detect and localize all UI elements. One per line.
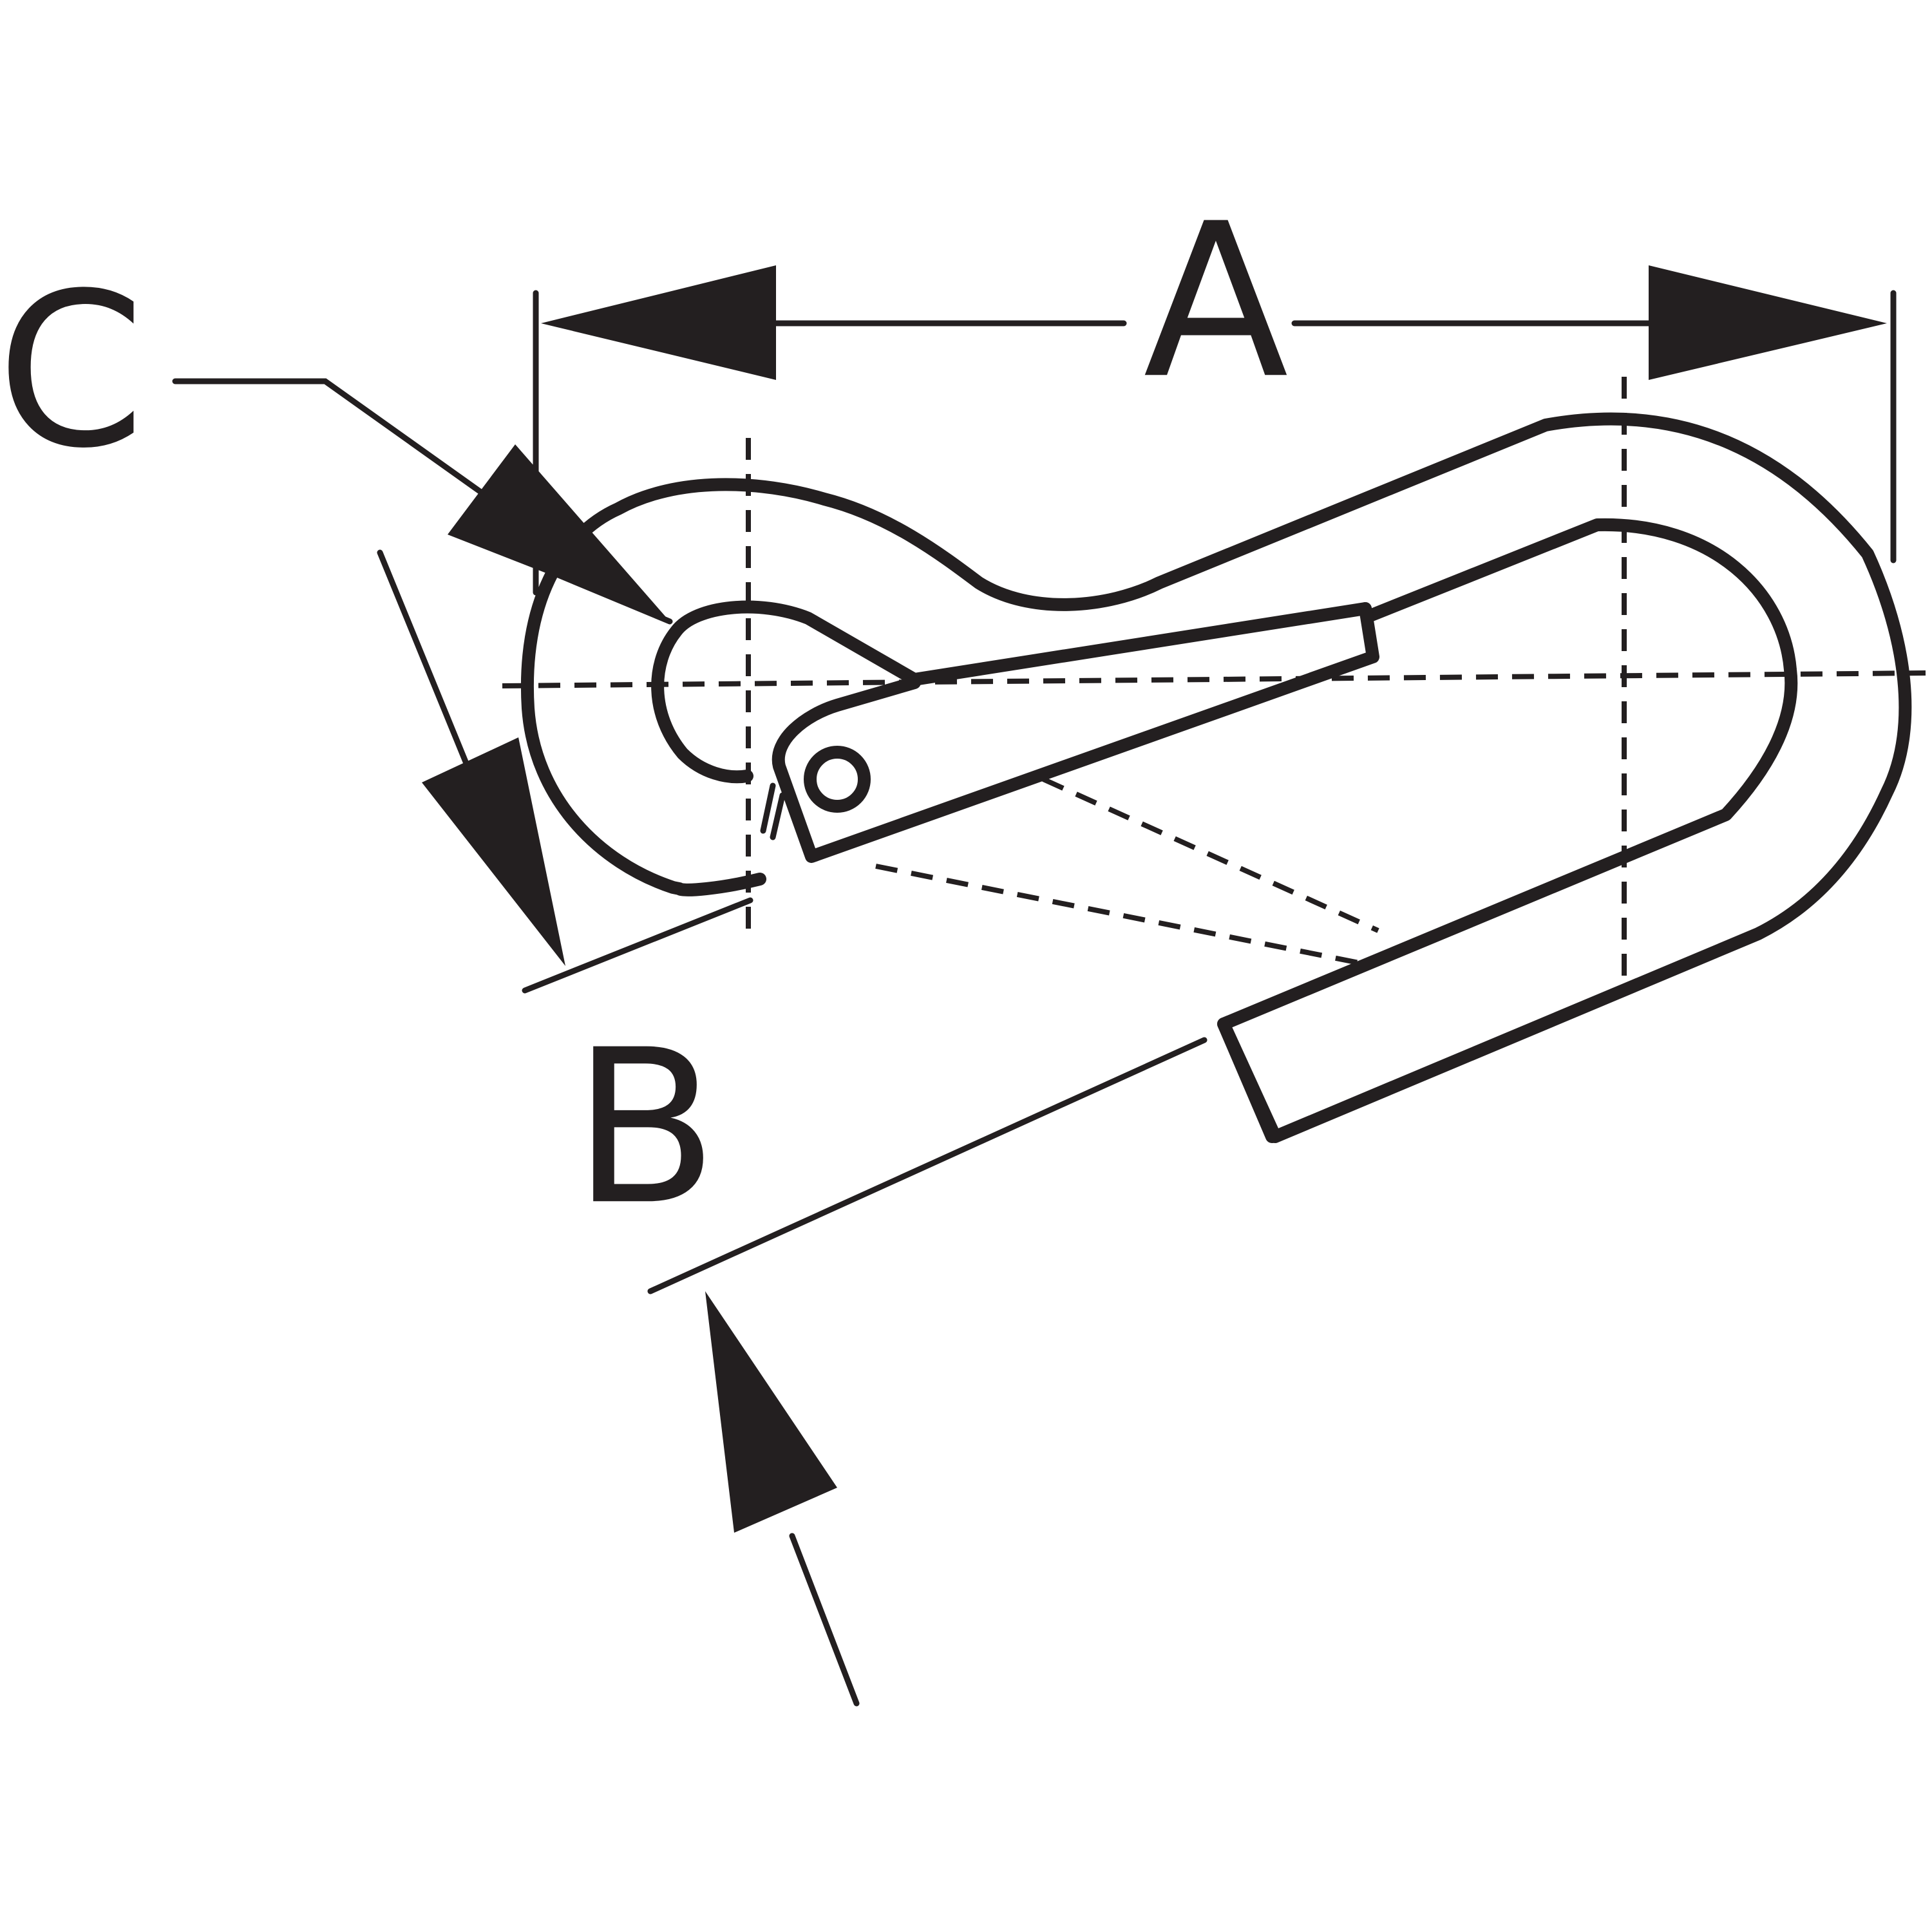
gate-open-dashed-upper [1042,777,1379,933]
dimension-b-upper-arrow-icon [422,737,565,966]
hook-nose-tip [1217,1018,1278,1143]
dimension-b-extension-upper [522,897,753,994]
dimension-a-arrow-right-icon [1649,265,1887,380]
dimension-a-label: A [1143,178,1289,425]
gate-pivot-pin-icon [804,746,871,813]
horizontal-center-line [502,670,1926,688]
dimension-b: B [377,549,1208,1707]
spring-gate [760,602,1379,863]
dimension-c-label: C [0,247,145,495]
dimension-a: A [533,178,1897,596]
hook-eye-hole [651,600,921,784]
dimension-b-lower-arrow-icon [705,1291,837,1533]
gate-inner-edge [908,602,1372,686]
dimension-a-arrow-left-icon [541,265,776,380]
dimension-c: C [0,247,673,625]
center-lines [502,377,1926,985]
snap-hook-body [521,412,1912,1143]
gate-open-dashed-lower [875,864,1359,965]
dimension-b-label: B [573,1004,718,1251]
dimension-c-leader-line [172,378,485,496]
dimension-c-arrow-icon [448,444,670,621]
gate-arm [772,602,1379,863]
hook-outer-contour [521,412,1912,1143]
dimension-b-lower-arrow-shaft [789,1533,860,1707]
dimension-b-extension-lower [647,1037,1208,1294]
dimension-b-upper-arrow-shaft [377,549,473,776]
gate-pivot-hatch [760,782,786,840]
